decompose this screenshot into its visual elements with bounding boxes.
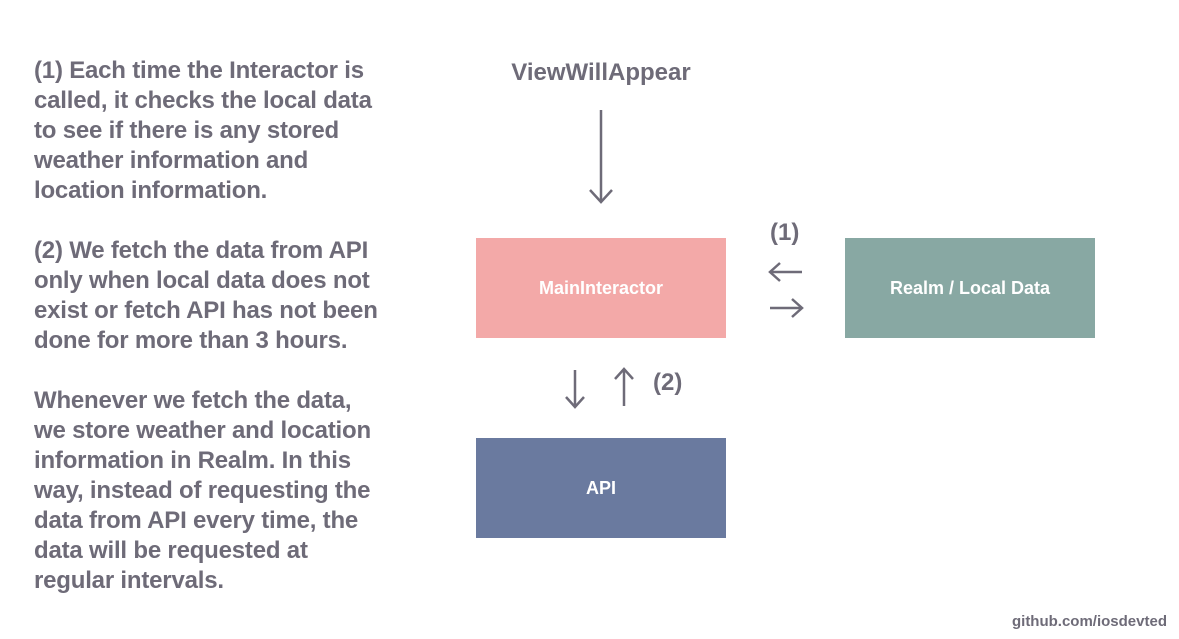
- trigger-label: ViewWillAppear: [511, 59, 691, 86]
- realm-local-data-node: Realm / Local Data: [845, 238, 1095, 338]
- arrow-right-icon: [770, 298, 804, 318]
- github-link[interactable]: github.com/iosdevted: [1011, 613, 1167, 630]
- arrow-down-api-icon: [565, 370, 585, 409]
- arrow-left-icon: [768, 262, 802, 282]
- note-step-1: (1) Each time the Interactor is called, …: [34, 57, 372, 204]
- arrow-up-api-icon: [614, 367, 634, 406]
- note-caching: Whenever we fetch the data, we store wea…: [34, 387, 371, 594]
- step-1-label: (1): [770, 219, 800, 246]
- api-node: API: [476, 438, 726, 538]
- note-step-2: (2) We fetch the data from API only when…: [34, 237, 378, 354]
- step-2-label: (2): [653, 369, 683, 396]
- main-interactor-node: MainInteractor: [476, 238, 726, 338]
- explanation-notes: (1) Each time the Interactor is called, …: [34, 56, 414, 626]
- arrow-down-trigger-icon: [589, 110, 613, 204]
